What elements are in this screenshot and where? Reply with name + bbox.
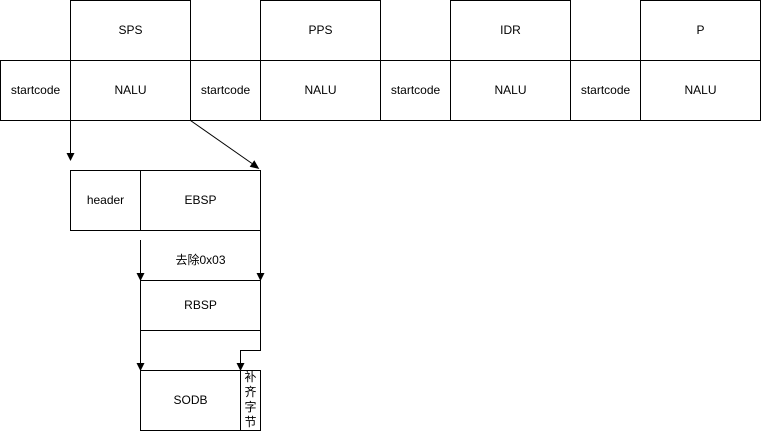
arrow-to-ebsp-head bbox=[249, 160, 260, 169]
p-type-label: P bbox=[696, 23, 704, 37]
nalu-label-4: NALU bbox=[684, 83, 716, 97]
padding-char-4: 节 bbox=[244, 415, 256, 429]
header-label: header bbox=[87, 193, 124, 207]
header-box bbox=[70, 170, 141, 231]
p-type-box bbox=[640, 0, 761, 61]
arrow-rbsp-padding-line bbox=[240, 330, 261, 363]
ebsp-box bbox=[140, 170, 261, 231]
arrow-rbsp-padding-head bbox=[236, 363, 245, 371]
pps-type-box bbox=[260, 0, 381, 61]
nal-type-row: SPS PPS IDR P bbox=[70, 0, 761, 61]
nalu-label-3: NALU bbox=[494, 83, 526, 97]
nalu-expand-arrows bbox=[66, 120, 260, 169]
startcode-label-3: startcode bbox=[391, 83, 441, 97]
padding-char-2: 齐 bbox=[244, 384, 256, 399]
idr-type-label: IDR bbox=[500, 23, 521, 37]
sps-type-box bbox=[70, 0, 191, 61]
arrow-ebsp-rbsp-left-head bbox=[136, 273, 145, 281]
arrow-rbsp-sodb-left-head bbox=[136, 363, 145, 371]
nalu-payload-row: header EBSP bbox=[70, 170, 261, 231]
byte-stream-row: startcode NALU startcode NALU startcode … bbox=[0, 60, 761, 121]
arrow-to-header-head bbox=[66, 153, 75, 161]
padding-char-3: 字 bbox=[244, 399, 256, 414]
padding-char-1: 补 bbox=[244, 370, 256, 384]
nalu-box-4 bbox=[640, 60, 761, 121]
sodb-row: SODB 补 齐 字 节 bbox=[140, 370, 261, 431]
startcode-label-4: startcode bbox=[581, 83, 631, 97]
nalu-label-1: NALU bbox=[114, 83, 146, 97]
startcode-label-1: startcode bbox=[11, 83, 61, 97]
sps-type-label: SPS bbox=[118, 23, 142, 37]
pps-type-label: PPS bbox=[308, 23, 332, 37]
sodb-label: SODB bbox=[173, 393, 207, 407]
startcode-box-3 bbox=[380, 60, 451, 121]
rbsp-to-sodb-arrows bbox=[136, 330, 261, 371]
startcode-label-2: startcode bbox=[201, 83, 251, 97]
rbsp-label: RBSP bbox=[184, 298, 217, 312]
startcode-box-2 bbox=[190, 60, 261, 121]
arrow-ebsp-rbsp-right-head bbox=[256, 273, 265, 281]
nalu-box-3 bbox=[450, 60, 571, 121]
ebsp-label: EBSP bbox=[184, 193, 216, 207]
rbsp-box bbox=[140, 280, 261, 331]
arrow-to-ebsp-line bbox=[190, 120, 253, 164]
nalu-box-2 bbox=[260, 60, 381, 121]
ebsp-to-rbsp-arrows: 去除0x03 bbox=[136, 230, 265, 281]
idr-type-box bbox=[450, 0, 571, 61]
nalu-label-2: NALU bbox=[304, 83, 336, 97]
nalu-box-1 bbox=[70, 60, 191, 121]
remove-emulation-label: 去除0x03 bbox=[175, 252, 225, 267]
startcode-box-1 bbox=[0, 60, 71, 121]
